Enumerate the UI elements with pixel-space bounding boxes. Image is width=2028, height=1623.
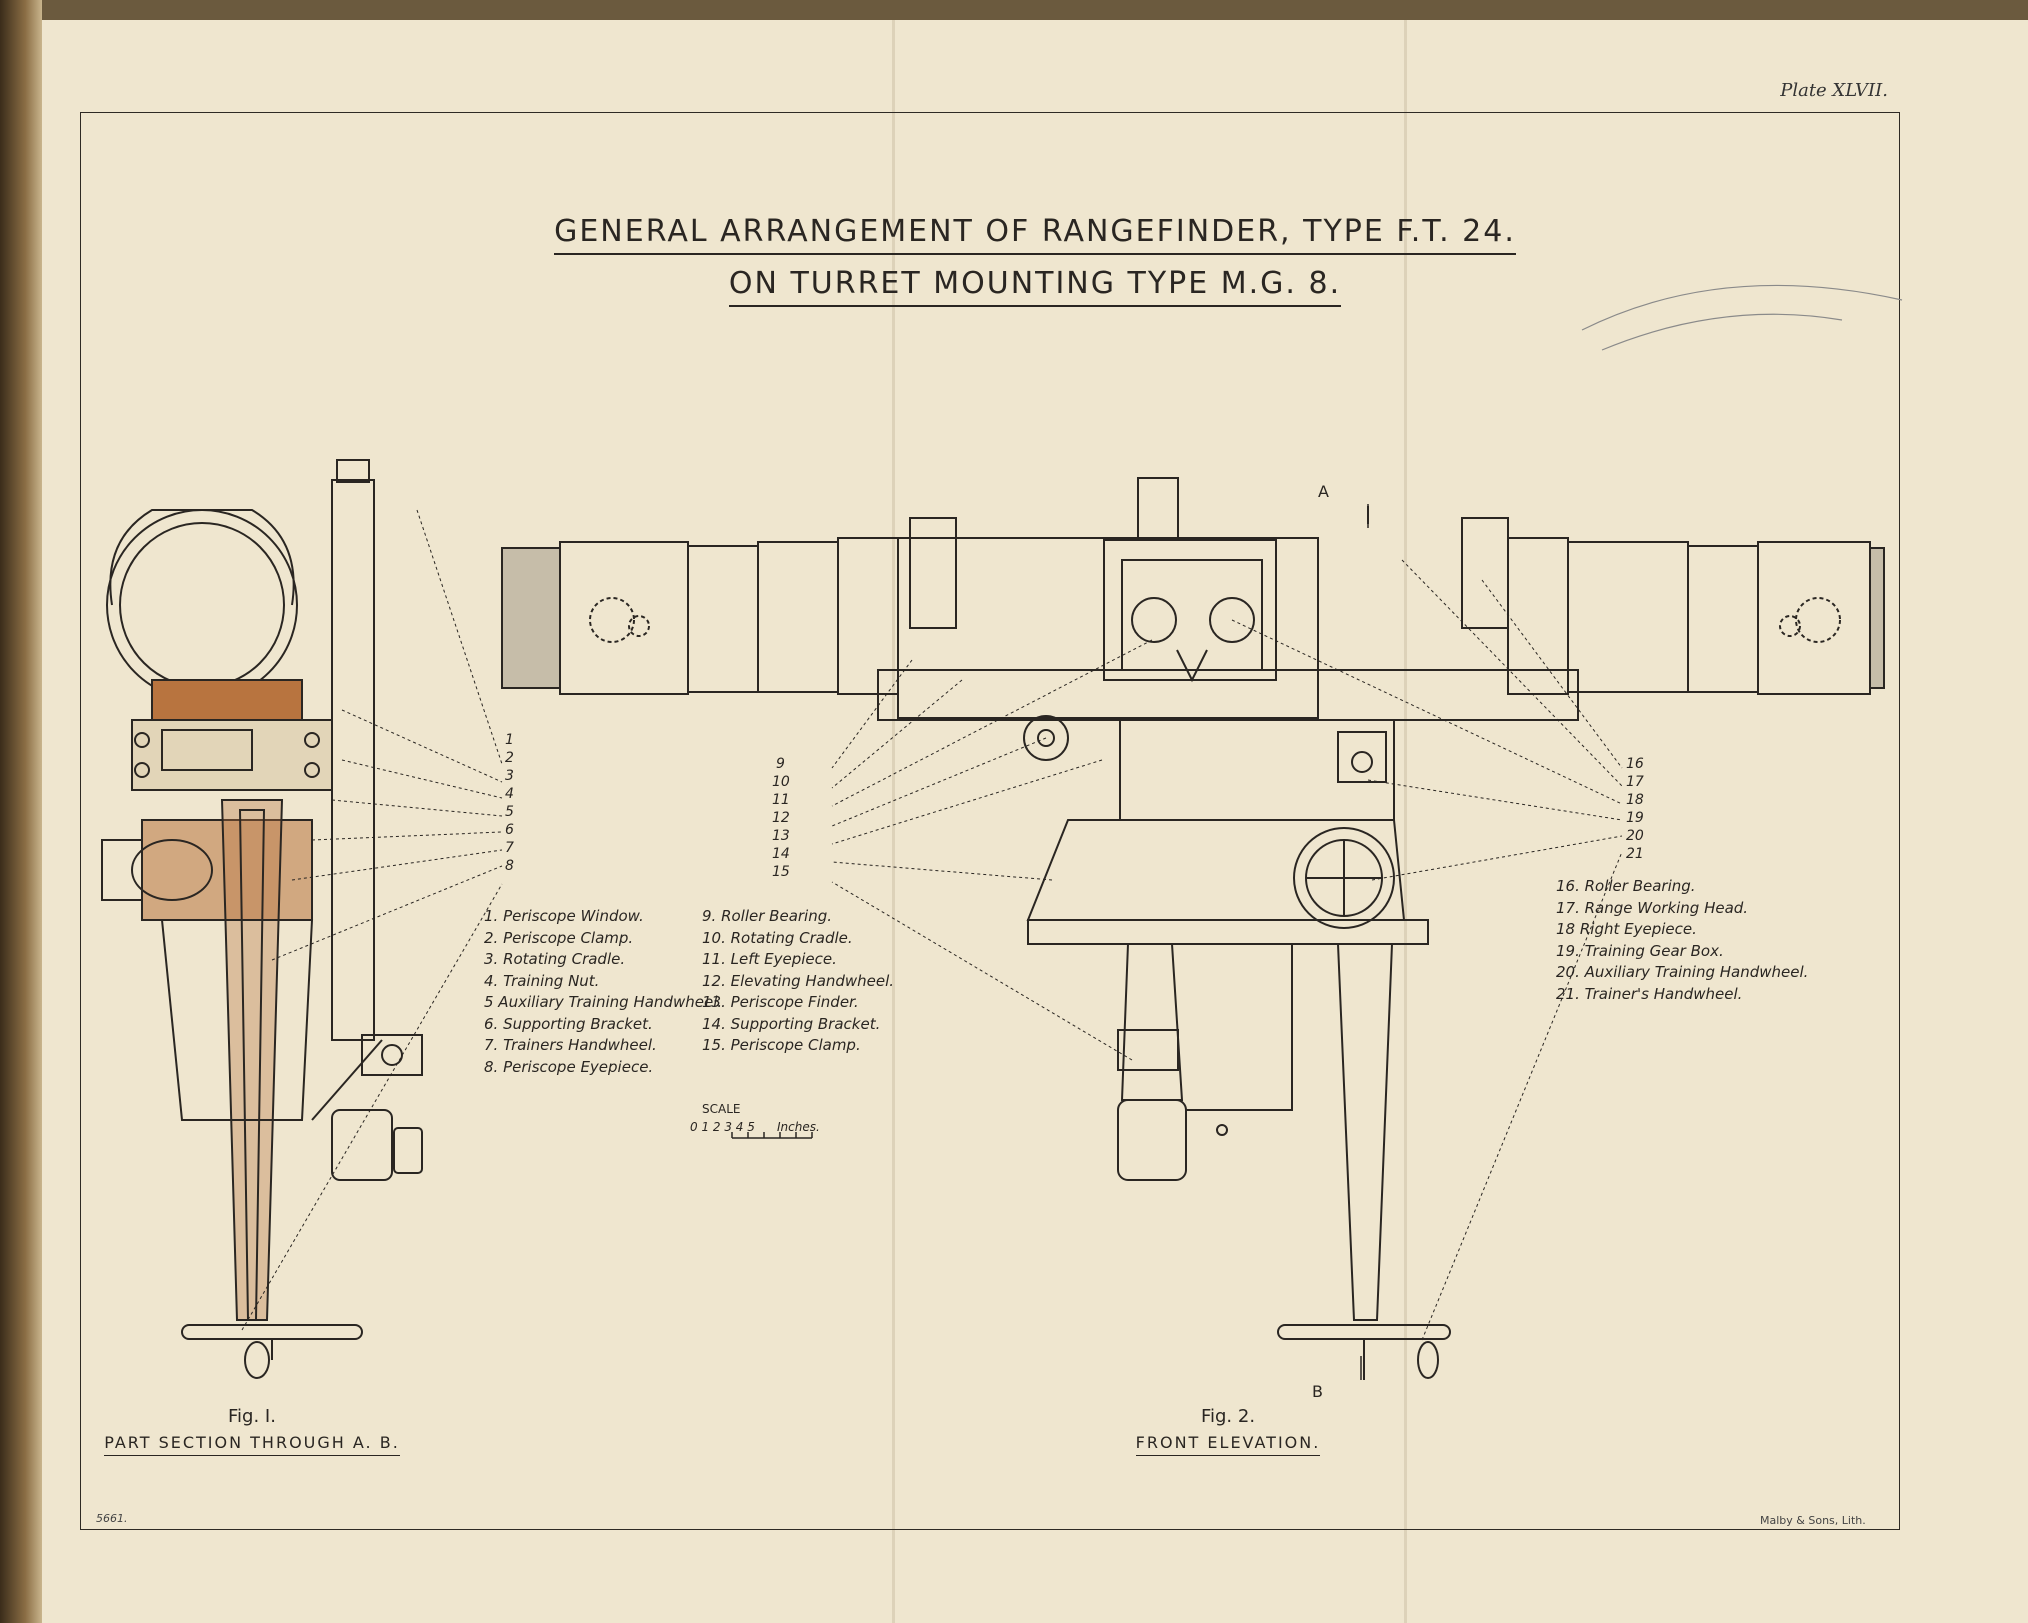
fig1-description: PART SECTION THROUGH A. B.	[104, 1433, 400, 1456]
callout-20: 20	[1626, 828, 1644, 844]
fig1-caption: Fig. I. PART SECTION THROUGH A. B.	[102, 1406, 402, 1456]
callout-16: 16	[1626, 756, 1644, 772]
callout-8: 8	[505, 858, 514, 874]
pencil-annotation	[1581, 284, 1903, 351]
legend-column-1: 1. Periscope Window. 2. Periscope Clamp.…	[484, 906, 722, 1078]
callout-1: 1	[505, 732, 514, 748]
legend-item: 21. Trainer's Handwheel.	[1556, 984, 1743, 1003]
plate-sheet: Plate XLVII. GENERAL ARRANGEMENT OF RANG…	[42, 20, 2028, 1623]
title-line-1: GENERAL ARRANGEMENT OF RANGEFINDER, TYPE…	[554, 214, 1516, 255]
legend-item: 16. Roller Bearing.	[1556, 877, 1696, 895]
callout-21: 21	[1626, 846, 1644, 862]
fig2-front-view	[501, 477, 1885, 1380]
legend-column-2: 9. Roller Bearing. 10. Rotating Cradle. …	[702, 906, 894, 1057]
callout-19: 19	[1626, 810, 1644, 826]
callout-14: 14	[772, 846, 790, 862]
legend-item: 17. Range Working Head.	[1556, 898, 1749, 917]
legend-item: 2. Periscope Clamp.	[484, 928, 634, 947]
print-number: 5661.	[96, 1512, 128, 1525]
scale-label: SCALE	[702, 1102, 741, 1116]
section-marker-b: B	[1312, 1382, 1323, 1401]
fig1-number: Fig. I.	[228, 1406, 276, 1427]
callout-15: 15	[772, 864, 790, 880]
callout-7: 7	[505, 840, 514, 856]
legend-item: 13. Periscope Finder.	[702, 993, 859, 1011]
legend-item: 20. Auxiliary Training Handwheel.	[1556, 963, 1809, 981]
scale-unit: Inches.	[777, 1120, 820, 1134]
legend-item: 19. Training Gear Box.	[1556, 941, 1724, 960]
callout-13: 13	[772, 828, 790, 844]
callout-2: 2	[505, 750, 514, 766]
scale-bar	[731, 1132, 813, 1139]
callout-9: 9	[776, 756, 785, 772]
book-binding	[0, 0, 42, 1623]
legend-item: 8. Periscope Eyepiece.	[484, 1057, 654, 1076]
legend-column-3: 16. Roller Bearing. 17. Range Working He…	[1556, 876, 1808, 1005]
fig2-number: Fig. 2.	[1200, 1406, 1256, 1427]
legend-item: 9. Roller Bearing.	[702, 907, 833, 925]
callout-3: 3	[505, 768, 514, 784]
legend-item: 11. Left Eyepiece.	[702, 950, 837, 968]
callout-10: 10	[772, 774, 790, 790]
legend-item: 5 Auxiliary Training Handwheel.	[484, 993, 723, 1011]
drawing-frame	[80, 112, 1900, 1530]
legend-item: 1. Periscope Window.	[484, 907, 644, 925]
printer-credit: Malby & Sons, Lith.	[1760, 1514, 1866, 1527]
fold-line	[1404, 20, 1407, 1623]
legend-item: 3. Rotating Cradle.	[484, 950, 626, 968]
plate-number: Plate XLVII.	[1780, 80, 1888, 101]
fold-line	[892, 20, 895, 1623]
callout-18: 18	[1626, 792, 1644, 808]
scale-ticks: 0 1 2 3 4 5	[690, 1120, 755, 1134]
callout-12: 12	[772, 810, 790, 826]
legend-item: 7. Trainers Handwheel.	[484, 1036, 657, 1054]
legend-item: 4. Training Nut.	[484, 971, 600, 990]
legend-item: 10. Rotating Cradle.	[702, 928, 853, 947]
title-line-2: ON TURRET MOUNTING TYPE M.G. 8.	[728, 266, 1342, 307]
callout-11: 11	[772, 792, 790, 808]
legend-item: 6. Supporting Bracket.	[484, 1014, 653, 1033]
fig2-description: FRONT ELEVATION.	[1135, 1433, 1321, 1456]
callout-5: 5	[505, 804, 514, 820]
legend-item: 18 Right Eyepiece.	[1556, 920, 1697, 938]
section-marker-a: A	[1318, 482, 1329, 501]
callout-17: 17	[1626, 774, 1644, 790]
technical-drawing	[101, 284, 1903, 1380]
callout-4: 4	[505, 786, 514, 802]
fig1-section-view	[101, 459, 423, 1379]
callout-6: 6	[505, 822, 514, 838]
legend-item: 15. Periscope Clamp.	[702, 1036, 861, 1054]
leader-lines	[241, 509, 1623, 1341]
legend-item: 12. Elevating Handwheel.	[702, 971, 895, 990]
legend-item: 14. Supporting Bracket.	[702, 1014, 881, 1033]
fig2-caption: Fig. 2. FRONT ELEVATION.	[1078, 1406, 1378, 1456]
